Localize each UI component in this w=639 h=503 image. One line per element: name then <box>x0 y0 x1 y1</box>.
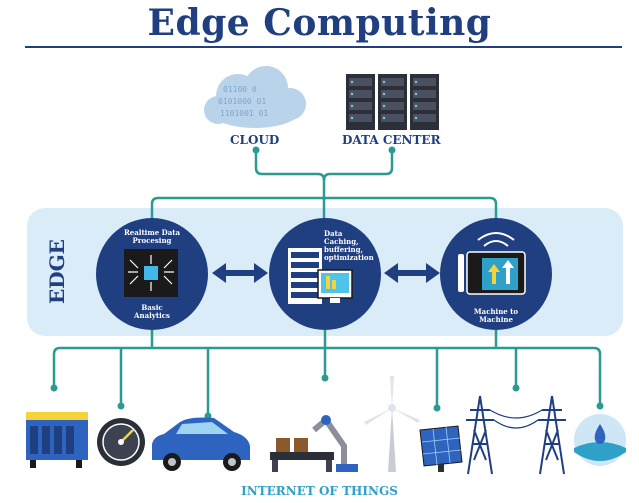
edge-label: EDGE <box>45 239 69 304</box>
bottom-connectors <box>52 330 602 416</box>
robot-arm-conveyor-icon <box>270 415 358 472</box>
wind-turbine-icon <box>364 376 420 472</box>
svg-text:01100 0: 01100 0 <box>223 85 257 94</box>
chip-icon <box>124 249 178 297</box>
speedometer-icon <box>97 418 145 466</box>
water-drop-icon <box>574 414 626 466</box>
svg-text:1101001 01: 1101001 01 <box>220 109 268 118</box>
iot-label: INTERNET OF THINGS <box>241 484 398 498</box>
realtime-processing-text: Realtime Data Procesing <box>123 228 181 245</box>
top-connectors <box>150 150 498 228</box>
power-tower-icon <box>466 395 566 475</box>
battery-block-icon <box>26 412 88 468</box>
server-rack-icon <box>346 74 439 130</box>
double-arrow-left <box>212 263 268 283</box>
cloud-label: CLOUD <box>230 133 280 147</box>
double-arrow-right <box>384 263 440 283</box>
page-title: Edge Computing <box>147 2 492 44</box>
title-underline <box>25 46 622 48</box>
bottom-dots <box>50 374 604 420</box>
m2m-text: Machine to Machine <box>473 307 519 324</box>
server-monitor-icon <box>288 248 353 304</box>
cloud-icon: 01100 0 0101000 01 1101001 01 <box>204 66 306 128</box>
svg-text:0101000 01: 0101000 01 <box>218 97 266 106</box>
solar-panel-icon <box>419 425 463 472</box>
basic-analytics-text: Basic Analytics <box>134 303 170 320</box>
car-icon <box>152 417 250 471</box>
tablet-icon <box>458 232 526 295</box>
data-center-label: DATA CENTER <box>342 133 441 147</box>
caching-text: Data Caching, buffering, optimization <box>324 229 374 262</box>
